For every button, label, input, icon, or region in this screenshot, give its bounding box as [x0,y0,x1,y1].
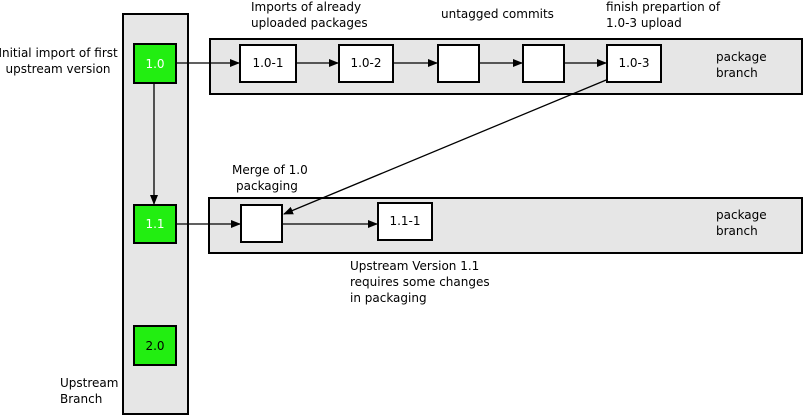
untagged-commit-node-2 [522,44,565,83]
package-node-1-1-1: 1.1-1 [377,202,433,241]
upstream-node-label: 1.1 [145,217,164,231]
package-node-label: 1.0-1 [252,56,283,70]
upstream-node-1-1: 1.1 [133,204,177,244]
merge-node [240,204,283,243]
upstream-node-2-0: 2.0 [133,325,177,366]
annotation-upstream-version: Upstream Version 1.1 requires some chang… [350,259,493,305]
package-node-label: 1.0-3 [618,56,649,70]
package-branch-label-2: package branch [716,208,771,238]
package-branch-lane-1 [209,38,803,95]
package-node-1-0-1: 1.0-1 [239,44,297,83]
package-node-label: 1.0-2 [350,56,381,70]
annotation-initial-import: Initial import of first upstream version [0,46,122,76]
package-node-1-0-3: 1.0-3 [606,44,662,83]
package-node-label: 1.1-1 [389,214,420,228]
package-node-1-0-2: 1.0-2 [338,44,394,83]
package-branch-lane-2 [208,197,803,254]
annotation-untagged-commits: untagged commits [441,7,554,21]
upstream-node-1-0: 1.0 [133,43,177,84]
untagged-commit-node-1 [437,44,480,83]
annotation-merge: Merge of 1.0 packaging [232,163,312,193]
annotation-finish-preparation: finish prepartion of 1.0-3 upload [606,0,724,30]
edge-p103-merge [283,77,612,215]
package-branch-label-1: package branch [716,50,771,80]
annotation-imports-uploaded: Imports of already uploaded packages [251,0,368,30]
upstream-node-label: 2.0 [145,339,164,353]
upstream-node-label: 1.0 [145,57,164,71]
upstream-branch-label: Upstream Branch [60,376,122,406]
